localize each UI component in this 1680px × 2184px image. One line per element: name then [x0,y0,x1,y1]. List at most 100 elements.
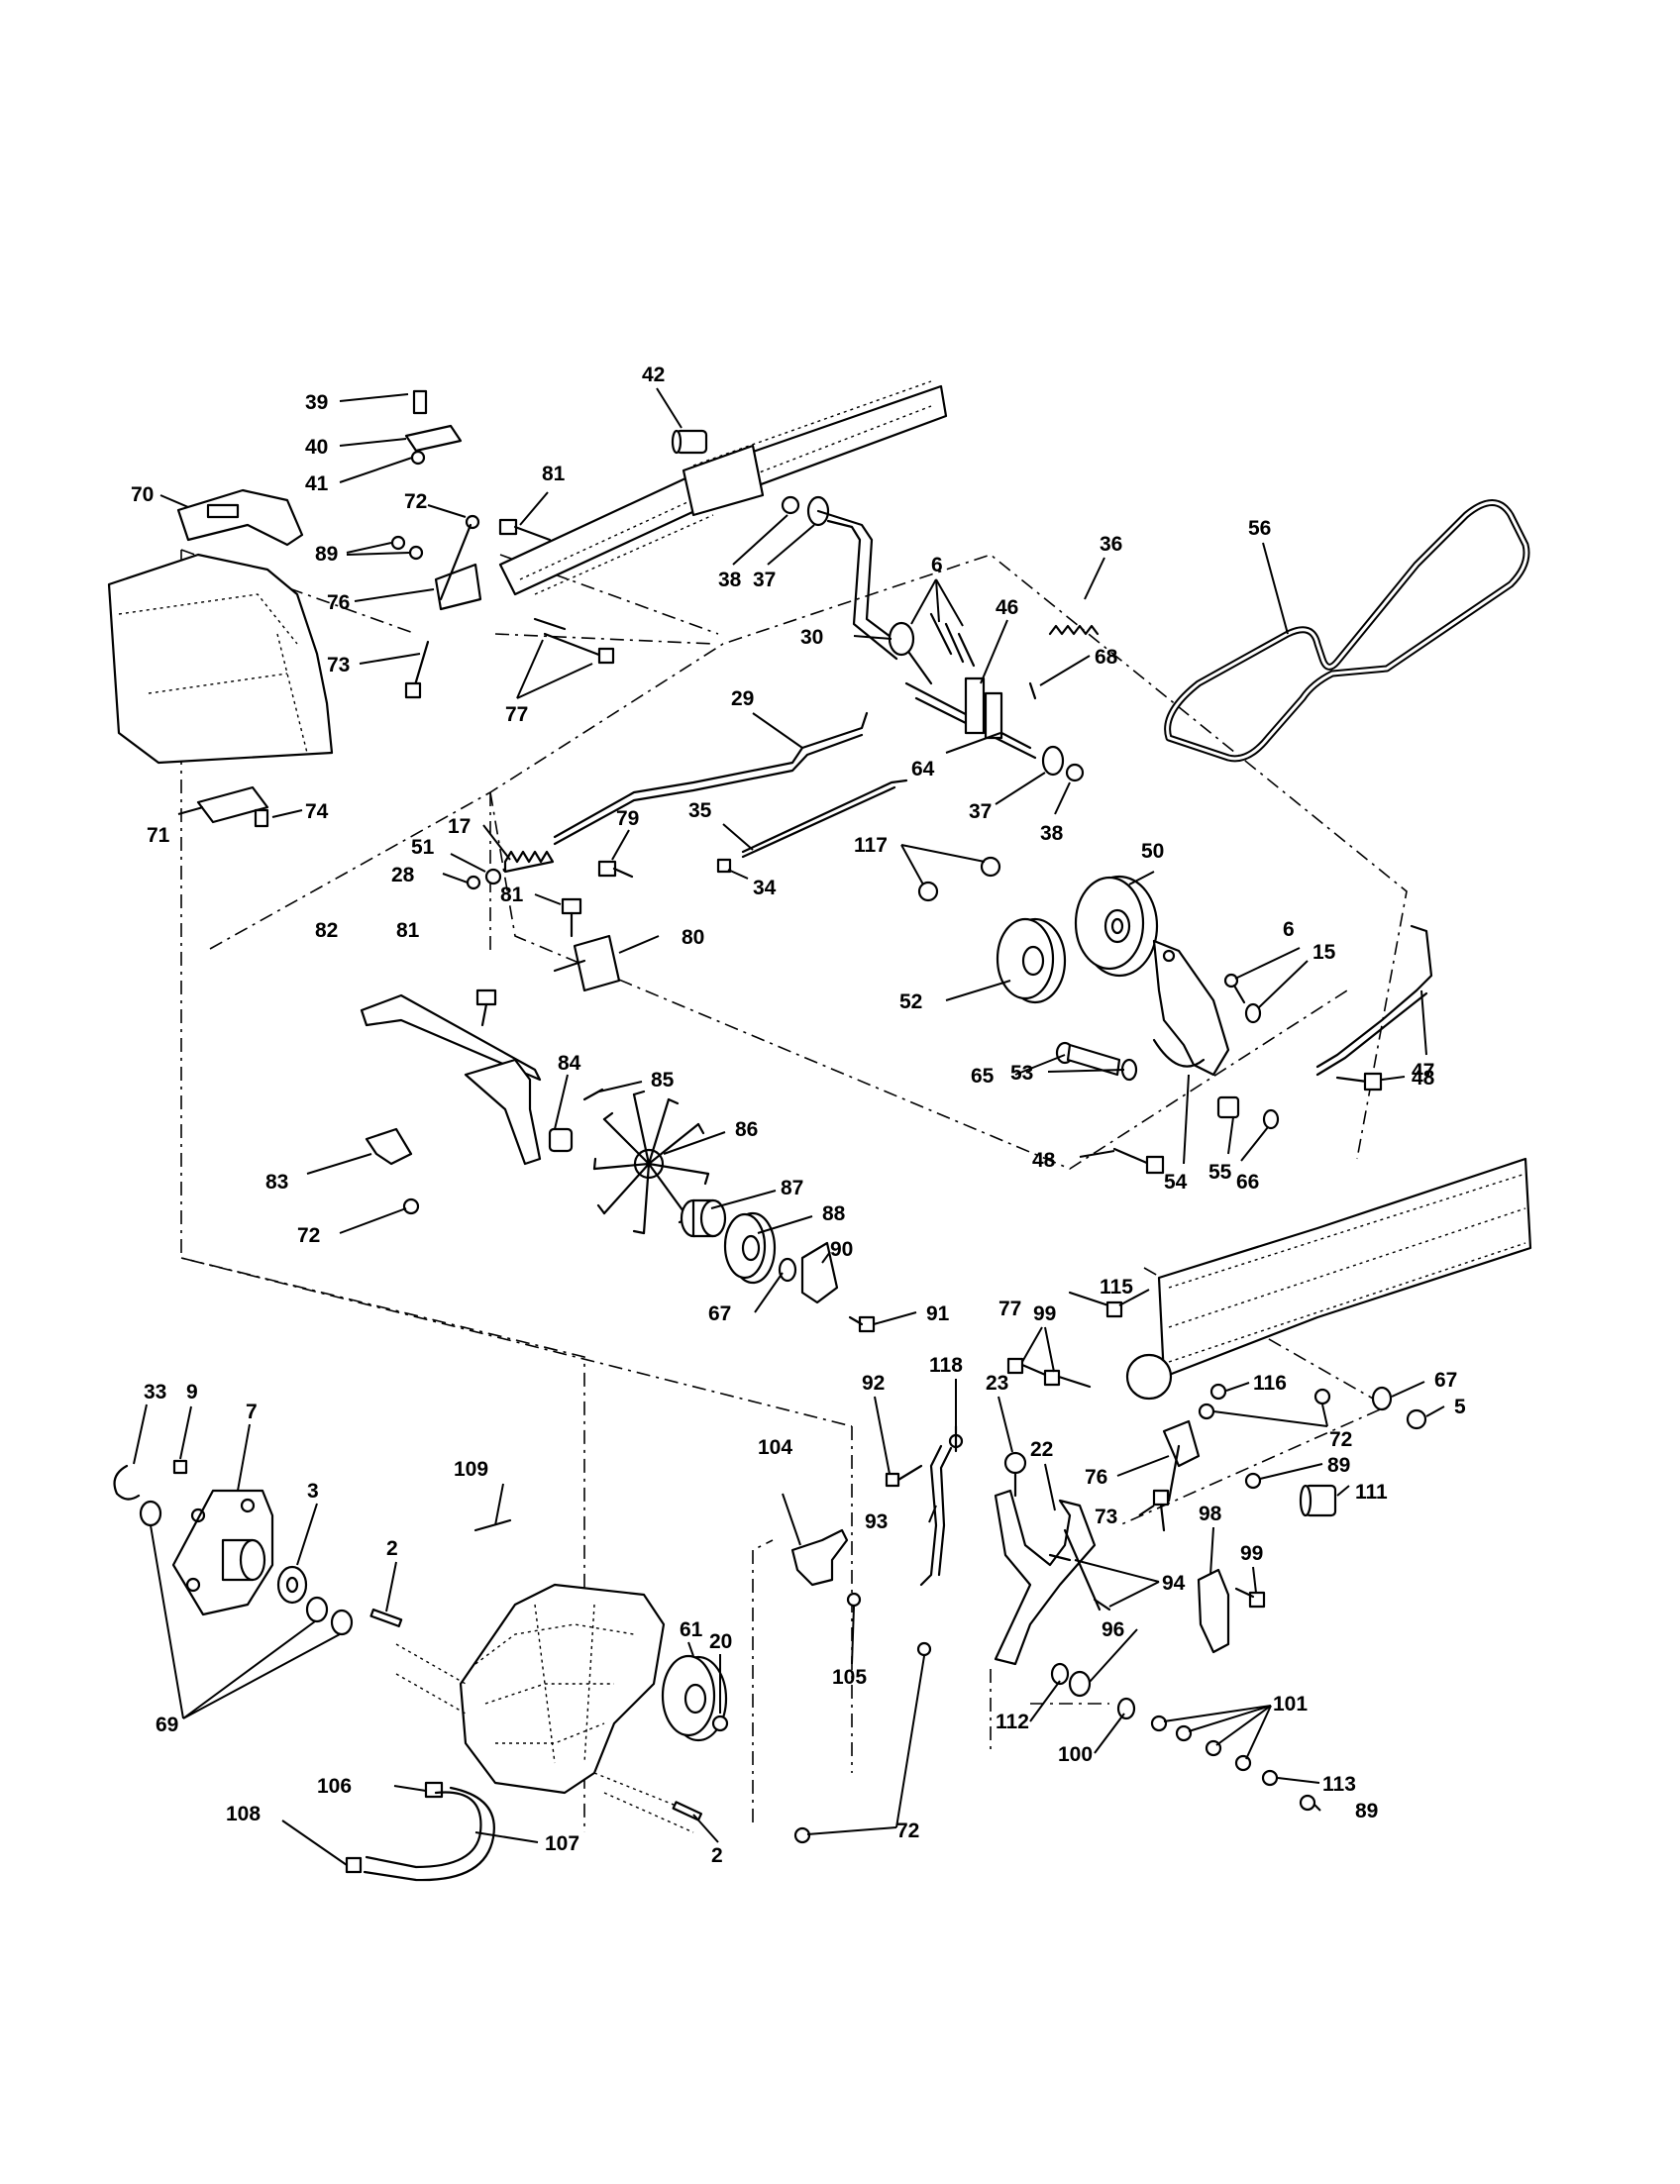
bolt-65 [1055,1041,1121,1077]
bolts-77-upper [533,617,615,665]
callout-84: 84 [558,1052,581,1075]
pin-68 [1028,681,1037,700]
callout-66: 66 [1236,1171,1259,1194]
callout-2: 2 [386,1537,398,1560]
bolt-99-upper [1043,1369,1092,1389]
bolt-74 [254,808,269,828]
upper-frame-rail [498,380,948,596]
callout-105: 105 [832,1666,867,1689]
bracket-80 [553,934,621,992]
callout-111: 111 [1355,1481,1388,1504]
callout-76: 76 [327,591,350,614]
callout-100: 100 [1058,1743,1093,1766]
callout-50: 50 [1141,840,1164,863]
link-93 [919,1444,953,1587]
callout-80: 80 [682,926,704,949]
callout-81: 81 [500,884,524,906]
callout-51: 51 [411,836,435,859]
callout-104: 104 [758,1436,792,1459]
washer-67-right [1371,1386,1393,1411]
callout-118: 118 [929,1354,963,1377]
callout-76: 76 [1085,1466,1107,1489]
callout-9: 9 [186,1381,198,1404]
nuts-72-bottom [793,1641,932,1844]
pulley-50 [1074,875,1159,978]
nut-51 [484,868,502,885]
callout-53: 53 [1010,1062,1033,1085]
pulley-52 [996,917,1067,1004]
callout-48: 48 [1032,1149,1056,1172]
hub-87 [680,1198,727,1238]
spacer-55 [1216,1095,1240,1119]
callout-47: 47 [1412,1060,1434,1083]
callout-72: 72 [297,1224,320,1247]
callout-6: 6 [1283,918,1295,941]
callout-5: 5 [1454,1396,1466,1418]
callout-99: 99 [1240,1542,1263,1565]
washer-15 [1244,1002,1262,1024]
bolt-48-right [1335,1072,1383,1092]
callout-48: 48 [1412,1067,1435,1090]
washer-28 [466,875,481,890]
callout-96: 96 [1102,1618,1124,1641]
washer-3 [276,1565,308,1605]
rod-47 [1315,924,1433,1077]
callout-67: 67 [1434,1369,1457,1392]
bracket-104 [790,1528,849,1587]
bracket-83 [365,1127,413,1166]
callout-79: 79 [616,807,639,830]
pedal-22 [994,1489,1102,1666]
callout-71: 71 [147,824,170,847]
nut-89-bottom [1299,1794,1316,1812]
callout-83: 83 [265,1171,288,1194]
nut-72-left [402,1197,420,1215]
callout-73: 73 [1095,1506,1117,1528]
callout-64: 64 [911,758,935,780]
idler-arm-54 [1152,939,1230,1077]
nut-5 [1406,1408,1427,1430]
callout-33: 33 [144,1381,166,1404]
callout-61: 61 [680,1618,703,1641]
callout-109: 109 [454,1458,488,1481]
callout-94: 94 [1162,1572,1186,1595]
callout-89: 89 [1327,1454,1350,1477]
callout-52: 52 [899,990,922,1013]
bushing-42 [671,429,708,455]
bolt-99-lower [1234,1587,1266,1609]
callout-93: 93 [865,1510,888,1533]
callout-72: 72 [1329,1428,1352,1451]
callout-91: 91 [926,1302,950,1325]
spring-clip-109 [473,1518,512,1532]
bolt-73-lower [1152,1489,1170,1532]
lower-frame-rail [1125,1157,1532,1401]
nuts-117 [917,856,1001,902]
key-2-upper [369,1608,403,1627]
callout-6: 6 [931,554,943,576]
nut-34 [716,858,732,874]
callout-72: 72 [404,490,427,513]
plate-71 [196,785,269,824]
callout-labels: 39 40 41 70 72 81 89 76 73 77 71 74 42 3… [131,364,1466,1867]
bracket-76-upper [390,514,482,611]
fender-panel [107,553,334,765]
bushing-111 [1299,1484,1337,1517]
callout-81: 81 [396,919,420,942]
bolt-73 [404,640,430,699]
rod-35 [741,779,908,859]
cover-90 [800,1241,839,1304]
washers-69-bc [305,1596,354,1636]
callout-112: 112 [996,1711,1029,1733]
callout-117: 117 [854,834,888,857]
callout-3: 3 [307,1480,319,1503]
callout-101: 101 [1273,1693,1308,1716]
callout-34: 34 [753,877,777,899]
callout-86: 86 [735,1118,758,1141]
callout-81: 81 [542,463,566,485]
callout-70: 70 [131,483,154,506]
callout-35: 35 [688,799,712,822]
washer-67-mid [778,1257,797,1283]
washers-101 [1150,1715,1252,1772]
callout-72: 72 [896,1820,919,1842]
knob-23 [1003,1451,1027,1498]
